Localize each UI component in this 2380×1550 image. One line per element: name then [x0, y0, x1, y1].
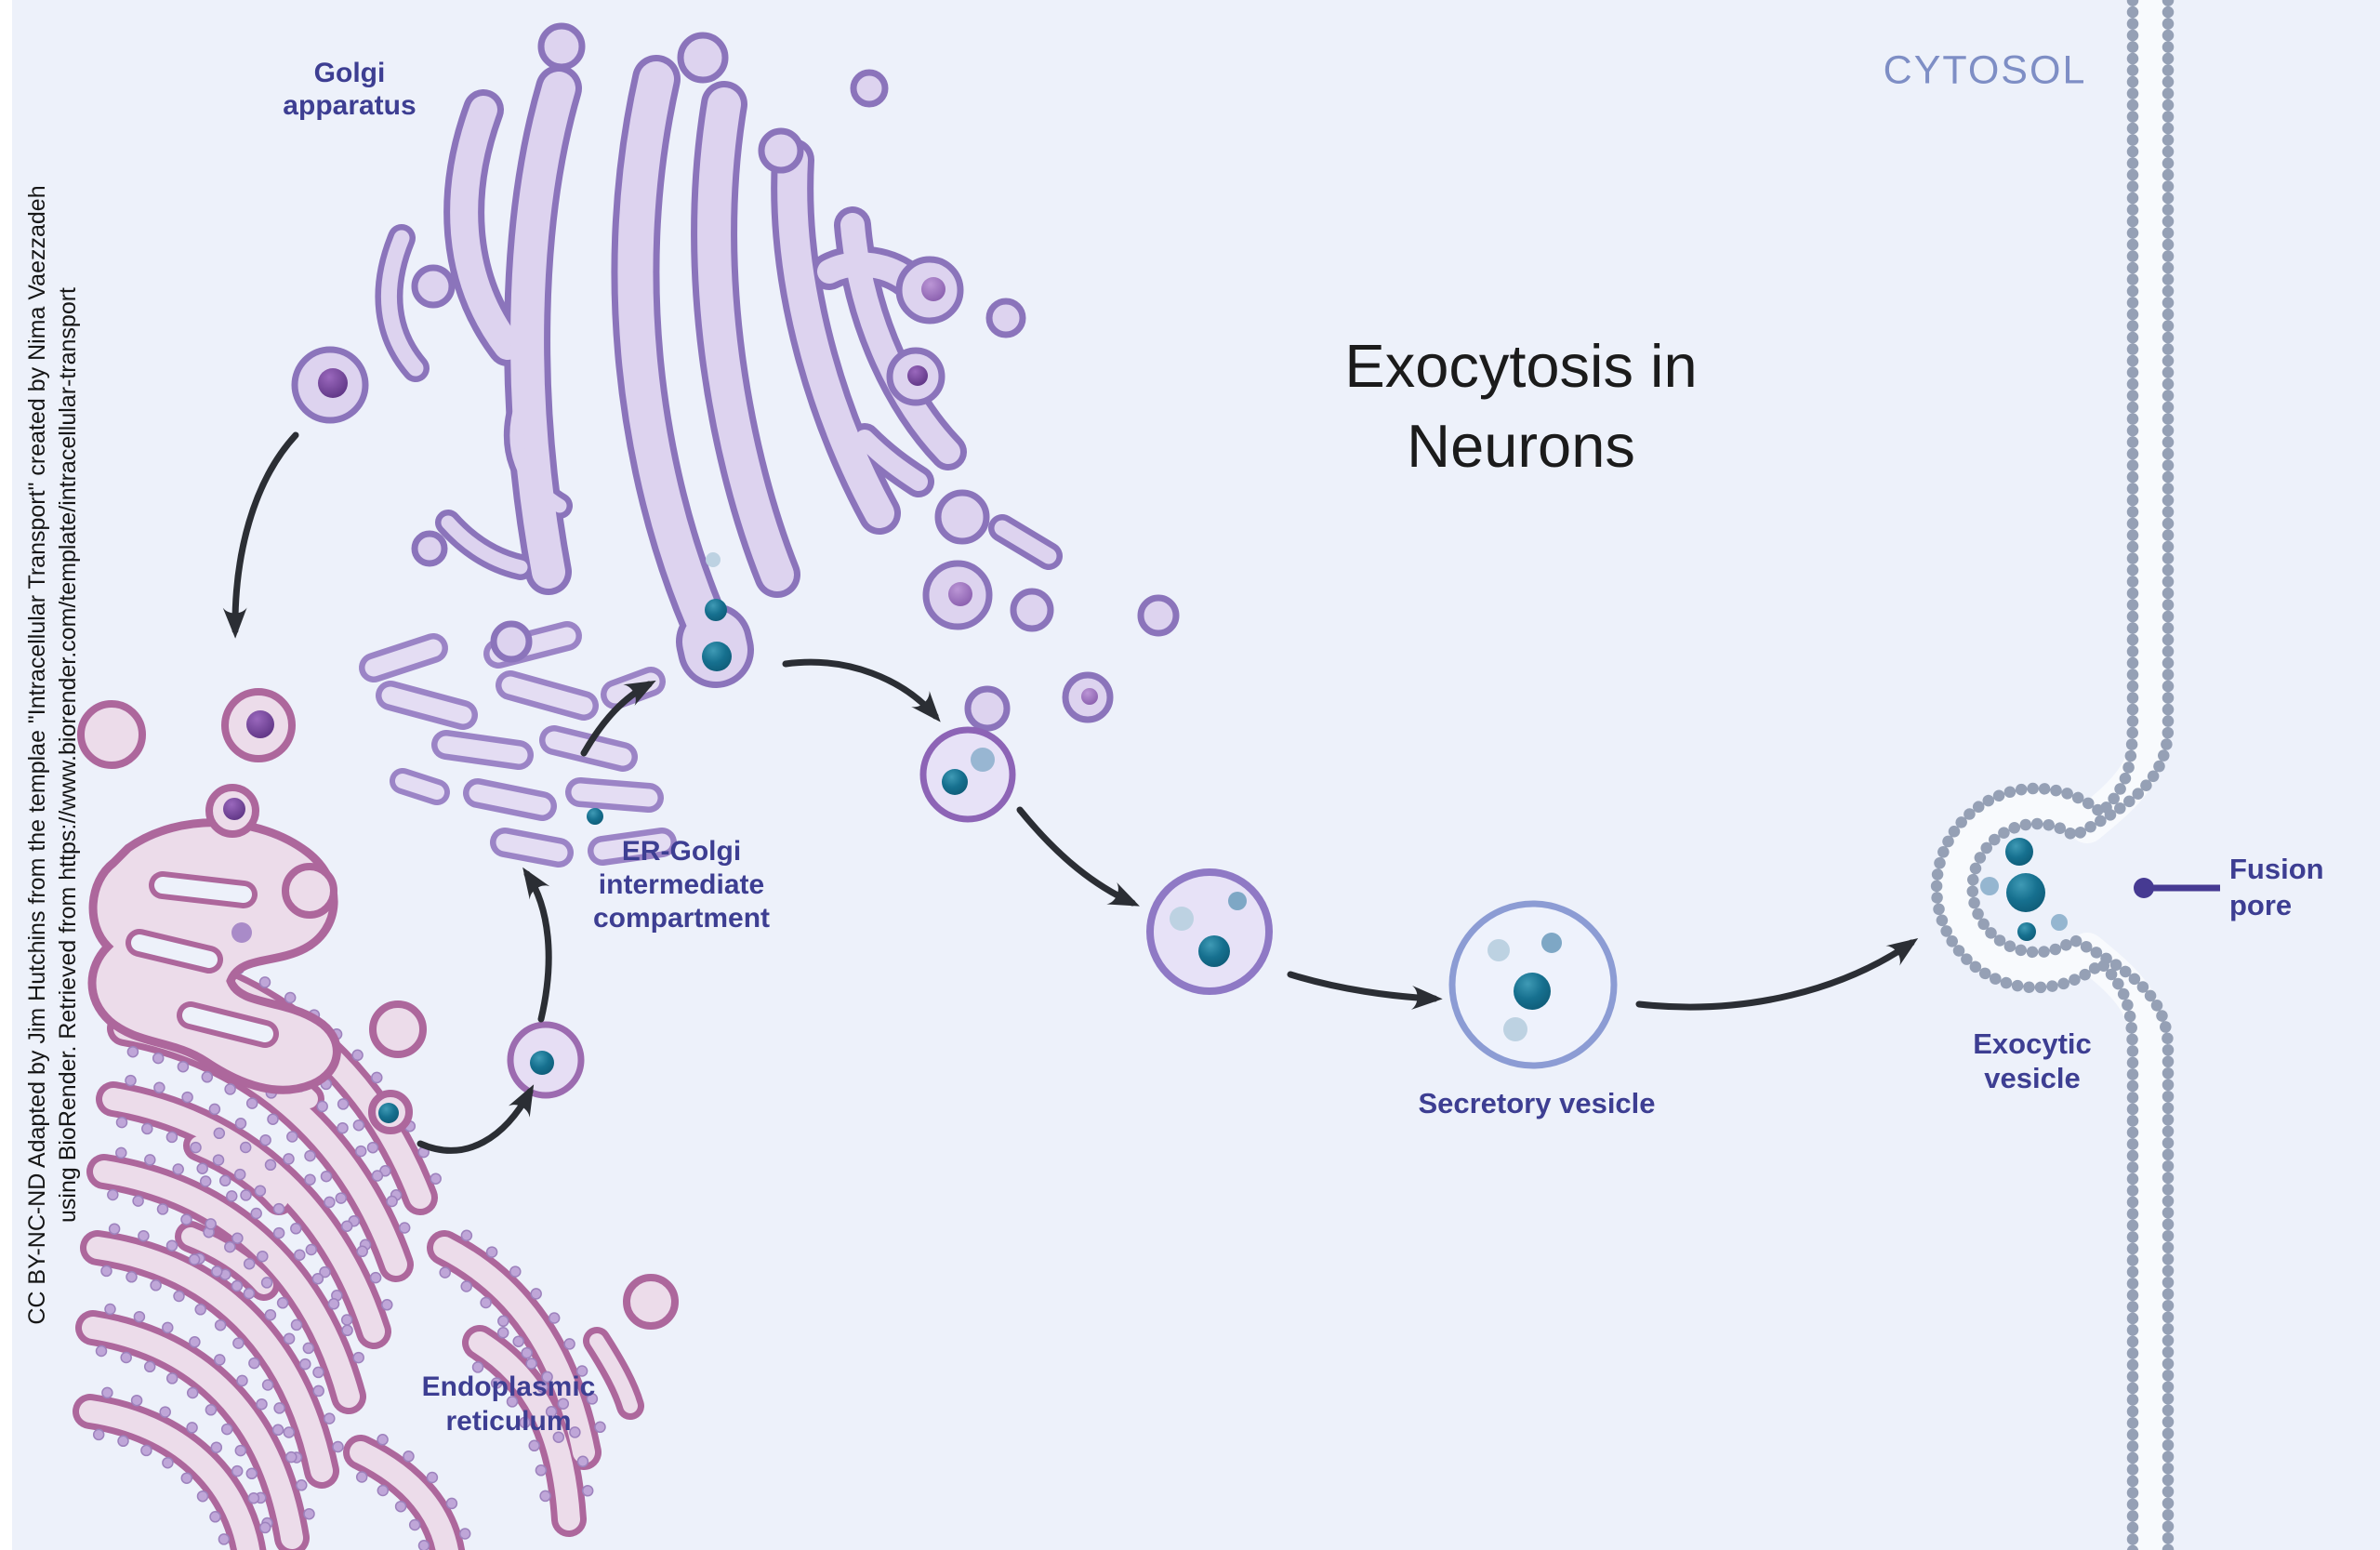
fusion-pore-annotation [2134, 878, 2220, 898]
arrow-to-exocytic [1635, 938, 1919, 1011]
arrow-vesicle-to-ergic [522, 867, 552, 1023]
pathway-arrows [222, 431, 1919, 1154]
fusion-pore-dot [2134, 878, 2154, 898]
arrow-golgi-to-er-vesicle [222, 431, 299, 639]
golgi-vesicle [934, 489, 990, 545]
canvas-edge-strip [0, 0, 12, 1550]
er-vesicle [369, 1000, 427, 1058]
cytosol-label: CYTOSOL [1883, 47, 2087, 93]
golgi-vesicle [985, 298, 1026, 338]
golgi-vesicle [758, 127, 804, 174]
golgi-vesicle [850, 69, 889, 108]
exocytic-vesicle-label: Exocytic vesicle [1973, 1027, 2092, 1094]
fusion-pore-label: Fusion pore [2229, 853, 2324, 921]
arrow-er-to-vesicle [416, 1084, 535, 1154]
er-vesicle [623, 1274, 679, 1330]
attribution-line1: CC BY-NC-ND Adapted by Jim Hutchins from… [24, 185, 50, 1325]
endoplasmic-reticulum-label: Endoplasmic reticulum [421, 1371, 596, 1437]
transport-vesicle-3 [1146, 868, 1273, 995]
golgi-apparatus-label: Golgi apparatus [283, 58, 416, 121]
transport-vesicles [507, 726, 1273, 1099]
golgi-vesicle [1137, 594, 1180, 637]
golgi-vesicle [964, 685, 1011, 732]
golgi-vesicle [677, 32, 729, 84]
ergic-label: ER-Golgi intermediate compartment [592, 836, 771, 934]
golgi-vesicle [537, 22, 586, 71]
transport-vesicle-2 [919, 726, 1016, 823]
arrow-ergic-to-golgi [580, 680, 656, 757]
er-vesicle [77, 700, 146, 769]
secretory-vesicle-label: Secretory vesicle [1418, 1087, 1656, 1119]
arrow-golgi-to-vesicle [782, 658, 941, 722]
attribution-line2: using BioRender. Retrieved from https://… [55, 286, 81, 1224]
golgi-vesicle [490, 620, 533, 663]
plasma-membrane [1937, 0, 2168, 1550]
golgi-apparatus [291, 22, 1180, 732]
golgi-vesicle [1010, 588, 1054, 632]
ergic [374, 636, 662, 853]
arrow-to-secretory [1287, 971, 1443, 1010]
secretory-vesicle [1448, 900, 1618, 1069]
golgi-vesicle [411, 264, 456, 309]
golgi-vesicle [411, 530, 448, 567]
endoplasmic-reticulum [77, 688, 679, 1550]
exocytic-vesicle [1980, 838, 2068, 941]
attribution: CC BY-NC-ND Adapted by Jim Hutchins from… [22, 104, 84, 1406]
page-title: Exocytosis in Neurons [1344, 332, 1698, 480]
er-vesicle [282, 863, 337, 919]
arrow-vesicle-to-vesicle [1016, 806, 1140, 907]
